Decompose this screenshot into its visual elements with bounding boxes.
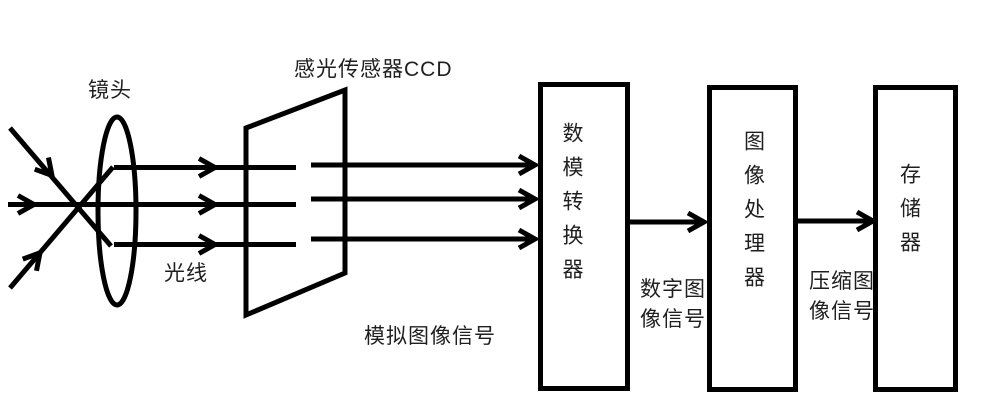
image-processor-box: 图像处理器 bbox=[707, 85, 798, 392]
light-ray-diagonal-down bbox=[8, 126, 113, 248]
ccd-sensor-label: 感光传感器CCD bbox=[294, 58, 453, 81]
compressed-image-signal-label: 压缩图 像信号 bbox=[809, 270, 875, 323]
digital-image-signal-label: 数字图 像信号 bbox=[640, 278, 706, 331]
lens-label: 镜头 bbox=[88, 79, 132, 102]
image-processor-box-label: 图像处理器 bbox=[741, 130, 765, 300]
analog-image-signal-label: 模拟图像信号 bbox=[364, 325, 496, 348]
storage-box: 存储器 bbox=[873, 85, 958, 392]
ccd-parallelogram bbox=[243, 86, 348, 319]
lens-ellipse bbox=[95, 114, 139, 308]
light-rays-label: 光线 bbox=[164, 262, 208, 285]
storage-box-label: 存储器 bbox=[897, 163, 921, 265]
light-ray-diagonal-up bbox=[8, 165, 115, 290]
dac-converter-box-label: 数模转换器 bbox=[560, 122, 583, 292]
dac-converter-box: 数模转换器 bbox=[538, 82, 630, 391]
